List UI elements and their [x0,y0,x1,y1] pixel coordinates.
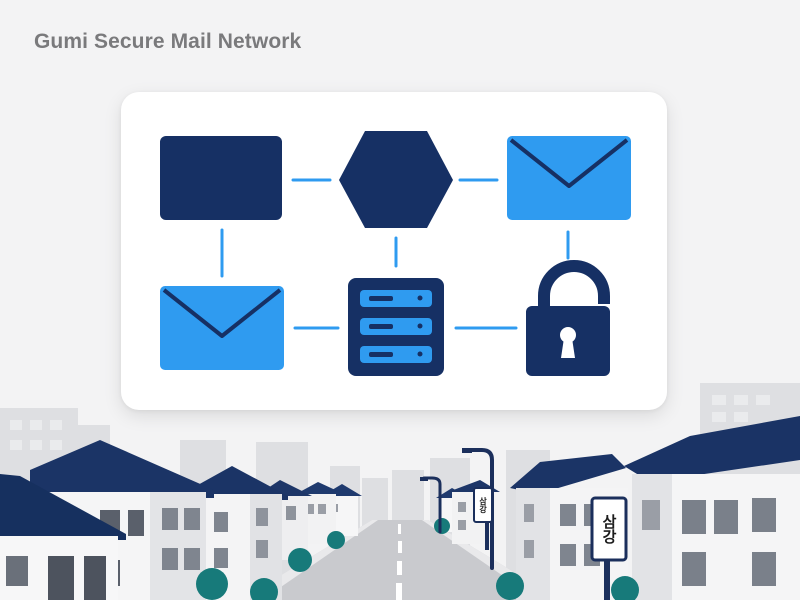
envelope-icon [507,136,631,220]
node-mail-top [507,136,631,220]
node-server [348,278,444,376]
page-title: Gumi Secure Mail Network [34,30,302,53]
road-markings [396,524,402,600]
road [240,520,560,600]
envelope-icon [160,286,284,370]
open-padlock-icon [526,260,610,376]
node-terminal [160,136,282,220]
node-lock [526,260,610,376]
sign-text-small: 삼강 [478,496,487,514]
street-sign-small: 삼강 [473,487,493,523]
street-lamps [422,448,494,570]
terminal-block-icon [160,136,282,220]
server-rack-icon [348,278,444,376]
node-mail-bottom [160,286,284,370]
street-sign-large: 삼강 [590,496,628,562]
left-houses [0,440,362,600]
node-gateway [339,131,453,228]
connector-lines [220,178,570,330]
sign-text-large: 삼강 [600,514,618,545]
hexagon-gateway-icon [339,131,453,228]
